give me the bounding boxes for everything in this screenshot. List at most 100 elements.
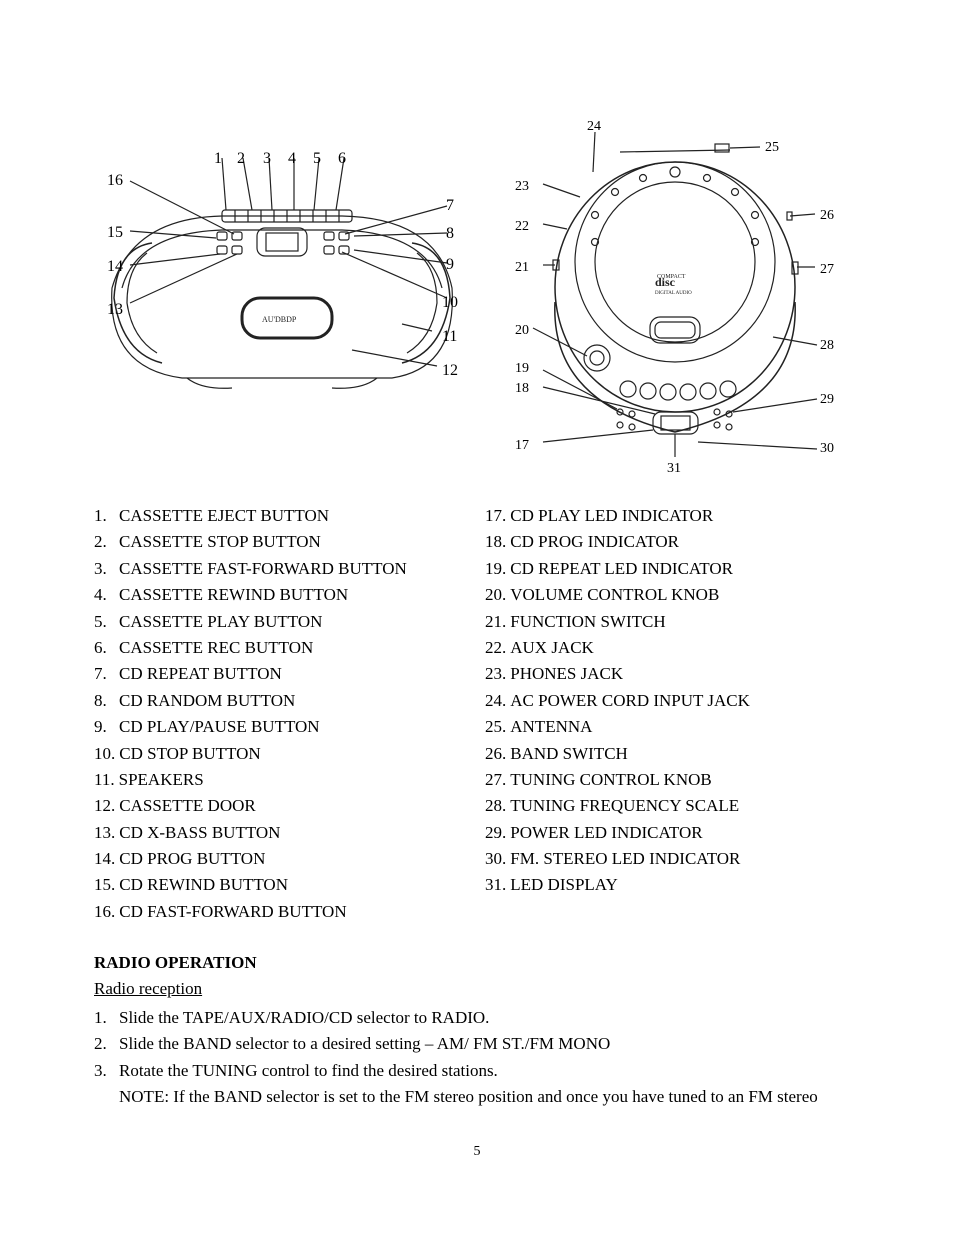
callout-21: 21 [515,260,529,275]
callout-2: 2 [237,150,245,167]
part-item: 24.AC POWER CORD INPUT JACK [485,688,865,714]
part-number: 2. [94,532,107,552]
part-item: 3. CASSETTE FAST-FORWARD BUTTON [94,556,474,582]
svg-text:AU'DBDP: AU'DBDP [262,315,297,324]
part-label: LED DISPLAY [510,875,618,895]
step-text: Rotate the TUNING control to find the de… [119,1060,498,1080]
part-label: CD PLAY/PAUSE BUTTON [119,717,320,737]
disc-logo-digital: DIGITAL AUDIO [655,291,692,296]
callout-16: 16 [107,172,123,189]
part-item: 26.BAND SWITCH [485,741,865,767]
callout-6: 6 [338,150,346,167]
page-number: 5 [473,1144,481,1159]
part-item: 21.FUNCTION SWITCH [485,609,865,635]
part-label: CD REPEAT BUTTON [119,664,282,684]
part-label: CD STOP BUTTON [119,743,261,763]
part-label: SPEAKERS [118,769,204,789]
callout-12: 12 [442,362,458,379]
parts-list-left: 1. CASSETTE EJECT BUTTON 2. CASSETTE STOP B… [94,503,474,925]
callout-4: 4 [288,150,296,167]
callout-20: 20 [515,323,529,338]
part-label: CD RANDOM BUTTON [119,690,296,710]
part-label: CASSETTE REC BUTTON [119,637,314,657]
step-text: Slide the TAPE/AUX/RADIO/CD selector to … [119,1008,490,1027]
part-label: POWER LED INDICATOR [510,822,703,842]
part-label: CD FAST-FORWARD BUTTON [119,901,347,921]
part-item: 2. CASSETTE STOP BUTTON [94,529,474,555]
part-item: 9. CD PLAY/PAUSE BUTTON [94,714,474,740]
part-number: 10. [94,743,116,763]
part-item: 20.VOLUME CONTROL KNOB [485,582,865,608]
part-number: 6. [94,637,107,657]
part-number: 30. [485,849,507,869]
part-number: 14. [94,849,116,869]
part-number: 19. [485,558,507,578]
part-label: ANTENNA [510,717,593,737]
callout-25: 25 [765,140,779,155]
part-item: 23.PHONES JACK [485,661,865,687]
part-number: 26. [485,743,507,763]
callout-14: 14 [107,258,123,275]
part-number: 13. [94,822,116,842]
part-label: CASSETTE EJECT BUTTON [119,506,329,525]
part-item: 12.CASSETTE DOOR [94,793,474,819]
part-item: 29.POWER LED INDICATOR [485,820,865,846]
part-item: 25.ANTENNA [485,714,865,740]
part-label: AUX JACK [510,637,594,657]
callout-22: 22 [515,219,529,234]
callout-5: 5 [313,150,321,167]
step-item: 3. Rotate the TUNING control to find the… [94,1058,818,1084]
part-number: 11. [94,769,115,789]
part-label: CD PROG INDICATOR [510,532,680,552]
part-number: 29. [485,822,507,842]
section-heading: RADIO OPERATION [94,953,257,972]
top-view-diagram: COMPACT disc DIGITAL AUDIO 24 2 [505,112,850,482]
callout-30: 30 [820,441,834,456]
part-label: CASSETTE FAST-FORWARD BUTTON [119,558,407,578]
part-number: 4. [94,585,107,605]
part-item: 31.LED DISPLAY [485,872,865,898]
part-number: 21. [485,611,507,631]
part-label: CD PROG BUTTON [119,849,266,869]
radio-steps: 1. Slide the TAPE/AUX/RADIO/CD selector … [94,1005,818,1111]
part-number: 1. [94,506,107,525]
callout-10: 10 [442,294,458,311]
step-number: 2. [94,1034,107,1054]
part-label: CASSETTE STOP BUTTON [119,532,321,552]
part-label: CD PLAY LED INDICATOR [510,506,714,525]
part-item: 8.CD RANDOM BUTTON [94,688,474,714]
part-number: 5. [94,611,107,631]
part-item: 14.CD PROG BUTTON [94,846,474,872]
part-label: CASSETTE PLAY BUTTON [119,611,323,631]
disc-logo-disc: disc [655,275,676,289]
part-label: CASSETTE REWIND BUTTON [119,585,349,605]
step-number: 1. [94,1008,107,1027]
part-number: 18. [485,532,507,552]
part-label: AC POWER CORD INPUT JACK [510,690,750,710]
part-item: 13.CD X-BASS BUTTON [94,820,474,846]
part-number: 15. [94,875,116,895]
callout-28: 28 [820,338,834,353]
part-item: 6. CASSETTE REC BUTTON [94,635,474,661]
part-item: 4. CASSETTE REWIND BUTTON [94,582,474,608]
part-label: CD X-BASS BUTTON [119,822,281,842]
part-label: CASSETTE DOOR [119,796,256,816]
part-label: BAND SWITCH [510,743,628,763]
part-number: 27. [485,769,507,789]
front-view-diagram: AU'DBDP 1 2 3 4 5 6 7 8 9 10 11 12 13 14… [92,138,472,398]
part-label: FM. STEREO LED INDICATOR [510,849,741,869]
part-number: 25. [485,717,507,737]
part-number: 17. [485,506,507,525]
part-number: 3. [94,558,107,578]
callout-19: 19 [515,361,529,376]
part-item: 18.CD PROG INDICATOR [485,529,865,555]
step-item: 1. Slide the TAPE/AUX/RADIO/CD selector … [94,1005,818,1031]
part-item: 15.CD REWIND BUTTON [94,872,474,898]
part-label: TUNING FREQUENCY SCALE [510,796,740,816]
callout-13: 13 [107,301,123,318]
part-number: 9. [94,717,107,737]
part-number: 23. [485,664,507,684]
section-subheading: Radio reception [94,979,203,998]
callout-1: 1 [214,150,222,167]
